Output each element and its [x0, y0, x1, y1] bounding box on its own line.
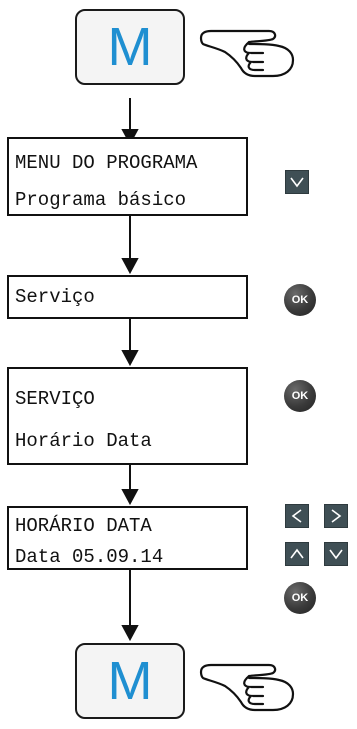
- arrowhead-5: [121, 625, 139, 642]
- lcd-line-2: Programa básico: [15, 189, 187, 211]
- chevron-right-icon: [331, 509, 342, 523]
- chevron-left-icon: [291, 509, 302, 523]
- pointing-hand-icon: [199, 29, 295, 78]
- lcd-line-1: HORÁRIO DATA: [15, 515, 152, 537]
- up-button[interactable]: [285, 542, 309, 566]
- down-button[interactable]: [324, 542, 348, 566]
- menu-key-top[interactable]: M: [75, 9, 185, 85]
- arrowhead-4: [121, 489, 139, 506]
- ok-button[interactable]: OK: [284, 284, 316, 316]
- arrowhead-1: [121, 129, 139, 146]
- pointing-hand-icon: [199, 663, 295, 712]
- down-button[interactable]: [285, 170, 309, 194]
- lcd-line-1: MENU DO PROGRAMA: [15, 152, 198, 174]
- arrowhead-3: [121, 350, 139, 367]
- menu-key-label: M: [107, 17, 153, 77]
- ok-button-label: OK: [291, 390, 309, 402]
- menu-key-label: M: [107, 651, 153, 711]
- lcd-line-2: Horário Data: [15, 430, 152, 452]
- menu-key-bottom[interactable]: M: [75, 643, 185, 719]
- ok-button-label: OK: [291, 592, 309, 604]
- left-button[interactable]: [285, 504, 309, 528]
- lcd-line-1: Serviço: [15, 286, 95, 308]
- ok-button-label: OK: [291, 294, 309, 306]
- lcd-screen-time-date: HORÁRIO DATA Data 05.09.14: [7, 506, 248, 570]
- chevron-down-icon: [290, 177, 304, 188]
- lcd-line-2: Data 05.09.14: [15, 546, 164, 568]
- lcd-screen-program-menu: MENU DO PROGRAMA Programa básico: [7, 137, 248, 216]
- arrowhead-2: [121, 258, 139, 275]
- chevron-down-icon: [329, 549, 343, 560]
- chevron-up-icon: [290, 548, 304, 559]
- lcd-screen-service-time-date: SERVIÇO Horário Data: [7, 367, 248, 465]
- right-button[interactable]: [324, 504, 348, 528]
- lcd-line-1: SERVIÇO: [15, 388, 95, 410]
- lcd-screen-service: Serviço: [7, 275, 248, 319]
- ok-button[interactable]: OK: [284, 582, 316, 614]
- ok-button[interactable]: OK: [284, 380, 316, 412]
